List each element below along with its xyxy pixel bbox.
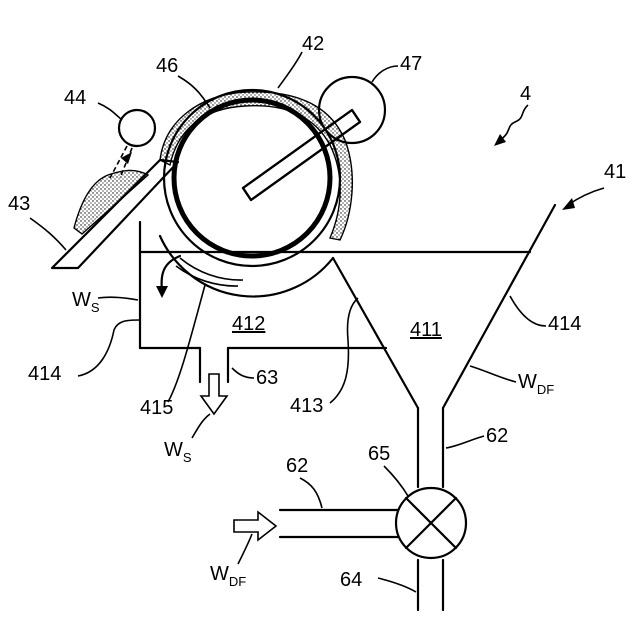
- leader-wdf-right: [470, 366, 516, 382]
- rotation-arrow-head: [156, 286, 168, 298]
- label-42: 42: [302, 33, 324, 55]
- label-65: 65: [368, 443, 390, 465]
- outlet-hollow-arrow: [201, 374, 227, 414]
- label-41: 41: [604, 161, 626, 183]
- label-414-right: 414: [548, 313, 581, 335]
- label-415: 415: [140, 397, 173, 419]
- flow-ws-bottom: WS: [164, 439, 192, 465]
- leader-63: [232, 368, 254, 378]
- flow-labels: WS WS WDF WDF: [72, 289, 554, 589]
- leader-42: [278, 52, 302, 88]
- label-47: 47: [400, 53, 422, 75]
- chute-assembly: [52, 110, 178, 268]
- funnel-right-wall: [443, 205, 555, 408]
- leader-415: [168, 285, 205, 402]
- leader-wdf-bottom: [238, 534, 252, 564]
- leader-414-right: [510, 296, 546, 326]
- leader-65: [384, 466, 408, 496]
- label-63: 63: [256, 367, 278, 389]
- label-411: 411: [410, 319, 442, 341]
- leader-47: [372, 66, 398, 82]
- filter-cloth-415: [180, 258, 243, 280]
- drum-assembly: [160, 77, 385, 297]
- label-44: 44: [64, 87, 86, 109]
- label-4: 4: [520, 83, 531, 105]
- nozzle-44: [119, 110, 155, 146]
- label-62-right: 62: [486, 425, 508, 447]
- sludge-layer: [160, 92, 352, 240]
- leader-41: [568, 188, 604, 205]
- leader-43: [30, 218, 66, 250]
- leader-41-head: [562, 198, 575, 210]
- leader-414-left: [78, 320, 140, 376]
- leader-ws-bottom: [192, 414, 210, 438]
- leader-4: [500, 105, 528, 140]
- label-413: 413: [290, 395, 323, 417]
- leader-62-right: [446, 436, 484, 448]
- leader-64: [378, 578, 416, 592]
- flow-ws-top: WS: [72, 289, 100, 315]
- label-414-left: 414: [28, 363, 61, 385]
- label-412: 412: [232, 313, 265, 335]
- leader-413: [330, 298, 358, 403]
- filter-cloth-415-inner: [176, 266, 238, 286]
- flow-wdf-right: WDF: [518, 371, 554, 397]
- label-64: 64: [340, 569, 362, 591]
- label-43: 43: [8, 193, 30, 215]
- leader-44: [98, 103, 122, 120]
- partition-wall: [333, 258, 418, 408]
- flow-arrows: [156, 105, 604, 540]
- leader-62-top: [300, 478, 322, 508]
- sludge-pile: [74, 170, 148, 234]
- drum-42: [164, 90, 340, 266]
- piping: [280, 408, 466, 610]
- flow-wdf-bottom: WDF: [210, 563, 246, 589]
- label-62-top: 62: [286, 455, 308, 477]
- leader-ws-top: [98, 297, 138, 300]
- filter-ring-46: [174, 100, 330, 256]
- label-46: 46: [156, 55, 178, 77]
- inlet-hollow-arrow: [234, 512, 276, 540]
